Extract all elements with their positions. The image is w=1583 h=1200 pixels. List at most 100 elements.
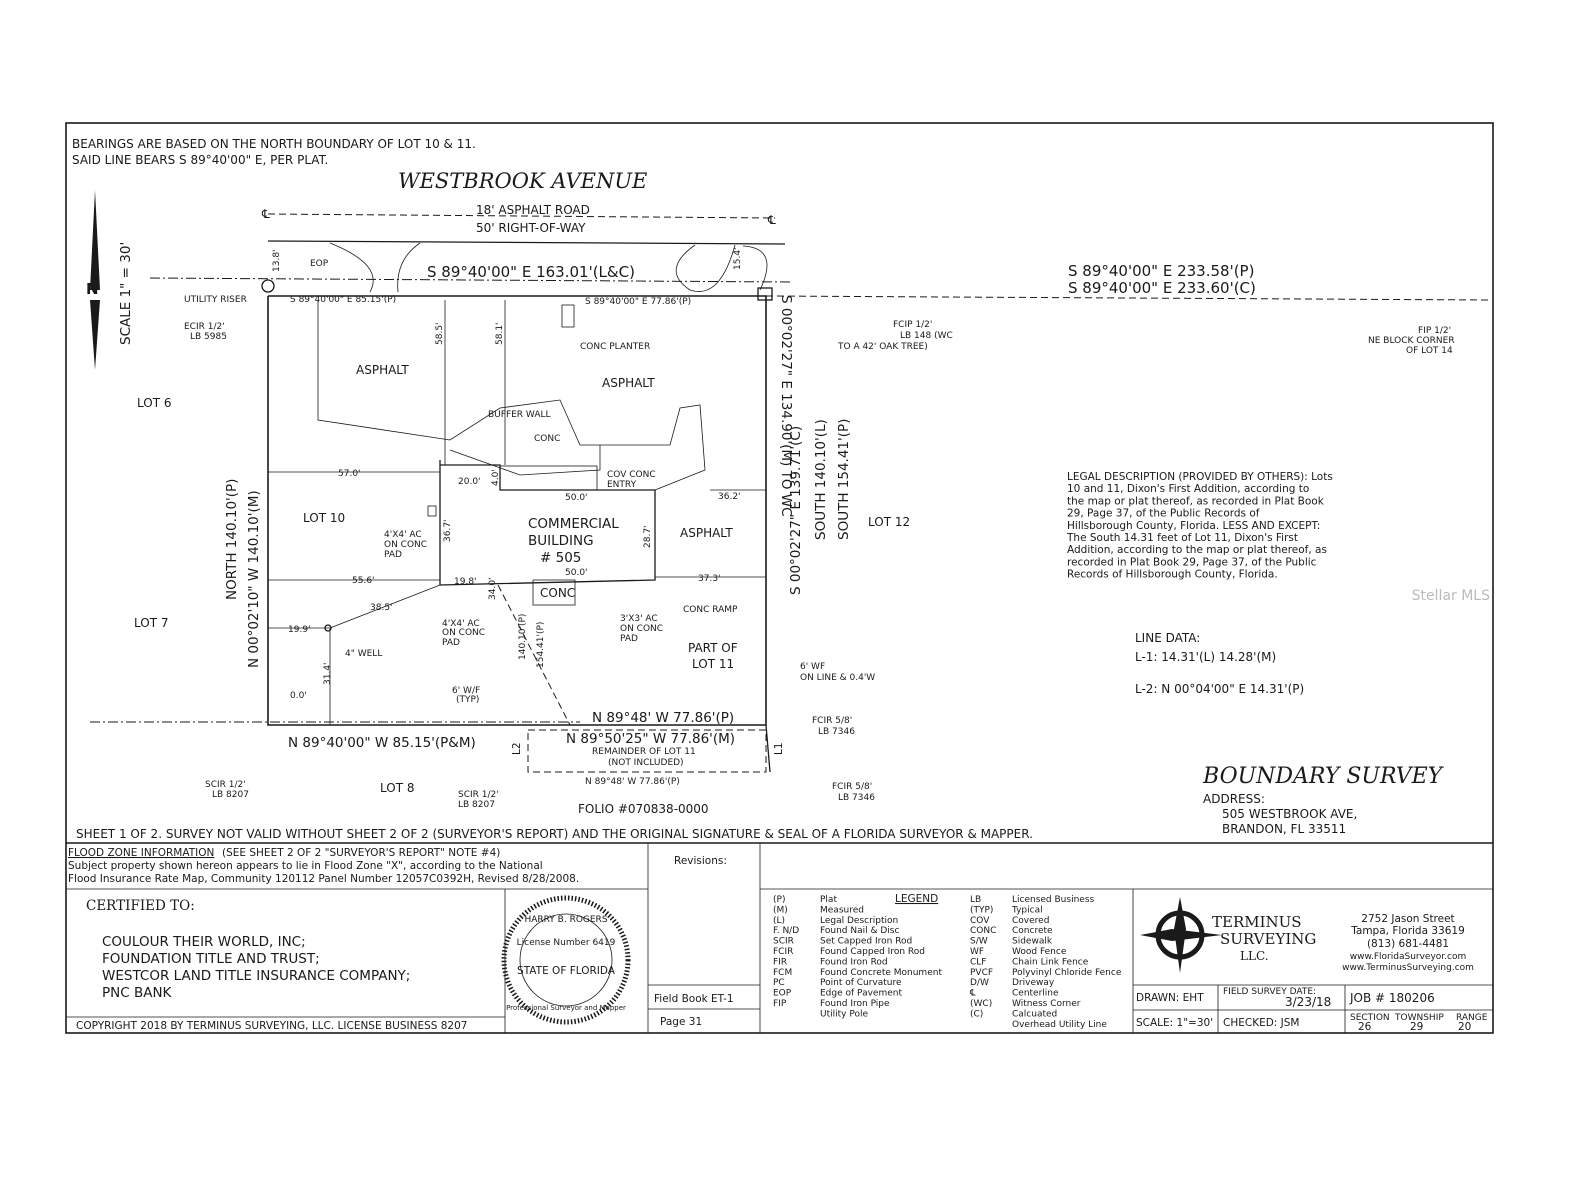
west-bearing-measured: N 00°02'10" W 140.10'(M) — [246, 490, 262, 668]
ac-label: ON CONC — [442, 628, 485, 638]
certified-party: COULOUR THEIR WORLD, INC; — [102, 934, 306, 950]
legend-desc: Found Iron Rod — [820, 957, 888, 967]
scale-value: SCALE: 1"=30' — [1136, 1017, 1213, 1029]
legend-abbr: PC — [773, 978, 785, 988]
legend-desc: Concrete — [1012, 926, 1053, 936]
centerline-symbol-right: ℄ — [767, 213, 776, 227]
copyright: COPYRIGHT 2018 BY TERMINUS SURVEYING, LL… — [76, 1020, 467, 1032]
legend-desc: Found Concrete Monument — [820, 968, 942, 978]
legend-left: (P)Plat(M)Measured(L)Legal DescriptionF.… — [773, 895, 942, 1019]
ecir-lb: LB 5985 — [190, 332, 227, 342]
company-name: SURVEYING — [1220, 930, 1316, 948]
buffer-wall-label: BUFFER WALL — [488, 410, 551, 420]
address-line: 505 WESTBROOK AVE, — [1222, 807, 1357, 821]
east-bearing-calc: S 00°02'27" E 139.71'(C) — [788, 426, 804, 595]
flood-heading: FLOOD ZONE INFORMATION — [68, 847, 214, 859]
legend-desc: Witness Corner — [1012, 999, 1081, 1009]
legend-abbr: FIP — [773, 999, 787, 1009]
east-bearing-measured: S 00°02'27" E 134.90'(M) TO WC — [778, 295, 794, 517]
svg-text:N: N — [86, 280, 99, 298]
remainder-label: REMAINDER OF LOT 11 — [592, 747, 696, 757]
legend-abbr: PVCF — [970, 968, 993, 978]
legal-line: Addition, according to the map or plat t… — [1067, 544, 1327, 556]
legal-line: The South 14.31 feet of Lot 11, Dixon's … — [1066, 532, 1298, 544]
legend-desc: Measured — [820, 905, 864, 915]
dim-label: 38.5' — [370, 603, 393, 613]
utility-riser-icon — [261, 279, 275, 293]
fcir-label: FCIR 5/8' — [812, 716, 852, 726]
ne-corner-1: NE BLOCK CORNER — [1368, 336, 1455, 346]
scir-label: SCIR 1/2' — [205, 780, 246, 790]
ac-label: 3'X3' AC — [620, 614, 658, 624]
watermark: Stellar MLS — [1412, 588, 1490, 604]
ac-label: 4'X4' AC — [442, 619, 480, 629]
covered-entry — [499, 465, 598, 491]
legal-line: Hillsborough County, Florida. LESS AND E… — [1067, 520, 1320, 532]
ac-label: 4'X4' AC — [384, 530, 422, 540]
certified-title: CERTIFIED TO: — [86, 898, 195, 914]
line-l1 — [765, 724, 771, 773]
ac-label: PAD — [384, 550, 402, 560]
certified-party: FOUNDATION TITLE AND TRUST; — [102, 951, 320, 967]
legend-abbr: CONC — [970, 926, 996, 936]
field-date: 3/23/18 — [1285, 995, 1331, 1009]
line-l1-label: L1 — [773, 742, 785, 755]
north-bearing-left: S 89°40'00" E 85.15'(P) — [290, 295, 396, 305]
legend-abbr: (M) — [773, 905, 788, 915]
fcir-label: FCIR 5/8' — [832, 782, 872, 792]
company-phone: (813) 681-4481 — [1367, 938, 1449, 950]
company-website[interactable]: www.TerminusSurveying.com — [1342, 963, 1474, 973]
conc-planter-label: CONC PLANTER — [580, 342, 650, 352]
cov-entry-label: COV CONC — [607, 470, 656, 480]
legend-abbr: D/W — [970, 978, 989, 988]
company-street: 2752 Jason Street — [1361, 913, 1454, 925]
wf-label: (TYP) — [456, 695, 479, 705]
legend-desc: Chain Link Fence — [1012, 957, 1089, 967]
road-centerline — [267, 213, 776, 219]
asphalt-outline — [317, 300, 601, 476]
legal-line: 10 and 11, Dixon's First Addition, accor… — [1067, 483, 1309, 495]
south-bearing-measured: N 89°50'25" W 77.86'(M) — [566, 731, 735, 747]
checked-by: CHECKED: JSM — [1223, 1017, 1300, 1029]
folio-number: FOLIO #070838-0000 — [578, 802, 709, 816]
wf-label: ON LINE & 0.4'W — [800, 673, 875, 683]
legend-abbr: (P) — [773, 895, 785, 905]
dim-label: 31.4' — [323, 662, 333, 685]
bearings-note-2: SAID LINE BEARS S 89°40'00" E, PER PLAT. — [72, 153, 328, 167]
north-bearing: S 89°40'00" E 163.01'(L&C) — [427, 263, 635, 281]
company-name: TERMINUS — [1212, 913, 1302, 931]
legend-desc: Found Capped Iron Rod — [820, 947, 925, 957]
legend-abbr: (TYP) — [970, 905, 993, 915]
utility-riser-label: UTILITY RISER — [184, 295, 247, 305]
dim-label: 154.41'(P) — [536, 622, 546, 668]
company-website[interactable]: www.FloridaSurveyor.com — [1350, 952, 1467, 962]
north-arrow-icon: N — [86, 190, 100, 370]
south-bearing-left: N 89°40'00" W 85.15'(P&M) — [288, 735, 476, 751]
dim-label: 13.8' — [272, 249, 282, 272]
legal-line: recorded in Plat Book 29, Page 37, of th… — [1067, 556, 1317, 568]
flood-heading-note: (SEE SHEET 2 OF 2 "SURVEYOR'S REPORT" NO… — [222, 847, 500, 859]
legend-abbr: F. N/D — [773, 926, 799, 936]
legend-desc: Licensed Business — [1012, 895, 1095, 905]
fcip-label: FCIP 1/2' — [893, 320, 932, 330]
dim-label: 4.0' — [491, 469, 501, 486]
ac-label: PAD — [620, 634, 638, 644]
ac-label: ON CONC — [620, 624, 663, 634]
legend-abbr: FCM — [773, 968, 792, 978]
company-city: Tampa, Florida 33619 — [1350, 925, 1465, 937]
compass-logo-icon — [1140, 897, 1222, 973]
east-bearing-plat: SOUTH 154.41'(P) — [836, 419, 852, 540]
township-label: TOWNSHIP — [1394, 1013, 1444, 1023]
legend-desc: Overhead Utility Line — [1012, 1020, 1107, 1030]
sheet-note: SHEET 1 OF 2. SURVEY NOT VALID WITHOUT S… — [76, 827, 1033, 841]
ecir-label: ECIR 1/2' — [184, 322, 225, 332]
title-block-grid — [66, 842, 1493, 1033]
line-l2-label: L2 — [511, 742, 523, 755]
sheet-border — [65, 122, 1494, 1034]
remainder-lot-11 — [527, 729, 767, 773]
legend-abbr: ℄ — [969, 989, 976, 999]
legend-abbr: LB — [970, 895, 981, 905]
fcip-lb: LB 148 (WC — [900, 331, 953, 341]
dim-label: 19.9' — [288, 625, 311, 635]
